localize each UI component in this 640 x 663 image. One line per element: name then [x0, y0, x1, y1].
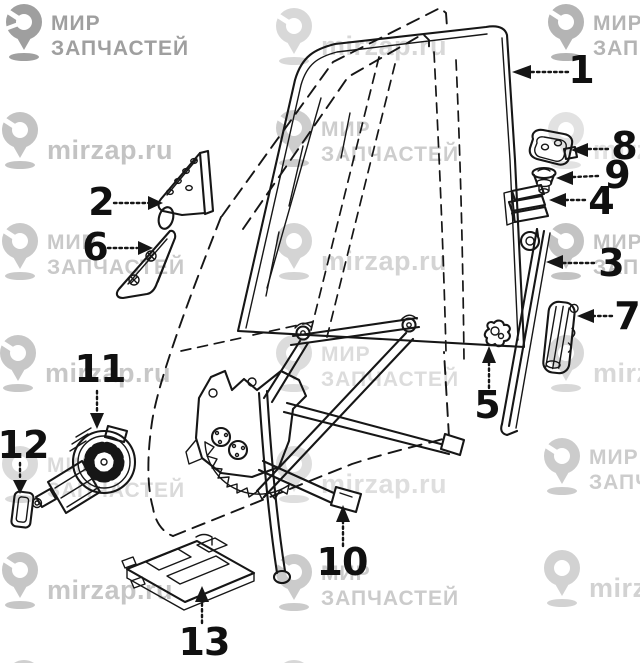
callout-5: 5	[474, 383, 500, 427]
callout-10: 10	[316, 540, 369, 584]
callout-7: 7	[614, 294, 640, 338]
window-motor	[31, 424, 137, 515]
grommet	[531, 166, 557, 194]
window-regulator	[185, 314, 466, 585]
callout-arrows	[13, 65, 614, 625]
glass-bracket	[528, 128, 579, 166]
mount-plate	[121, 533, 256, 611]
callout-8: 8	[611, 124, 637, 168]
clip	[483, 319, 511, 348]
callout-6: 6	[82, 225, 108, 269]
glass-clamp	[503, 183, 550, 226]
callout-1: 1	[568, 48, 594, 92]
corner-bracket	[157, 149, 215, 230]
callout-2: 2	[88, 180, 114, 224]
guide-rail	[500, 227, 551, 437]
callout-13: 13	[178, 620, 231, 663]
callout-11: 11	[74, 347, 127, 391]
callout-12: 12	[0, 423, 49, 467]
guide-channel	[542, 300, 579, 375]
door-outline-dashed	[147, 7, 450, 537]
callout-9: 9	[604, 153, 630, 197]
door-glass	[236, 25, 526, 361]
corner-seal	[115, 229, 177, 300]
motor-gasket	[10, 490, 35, 529]
callout-4: 4	[588, 179, 614, 223]
callout-3: 3	[598, 241, 624, 285]
